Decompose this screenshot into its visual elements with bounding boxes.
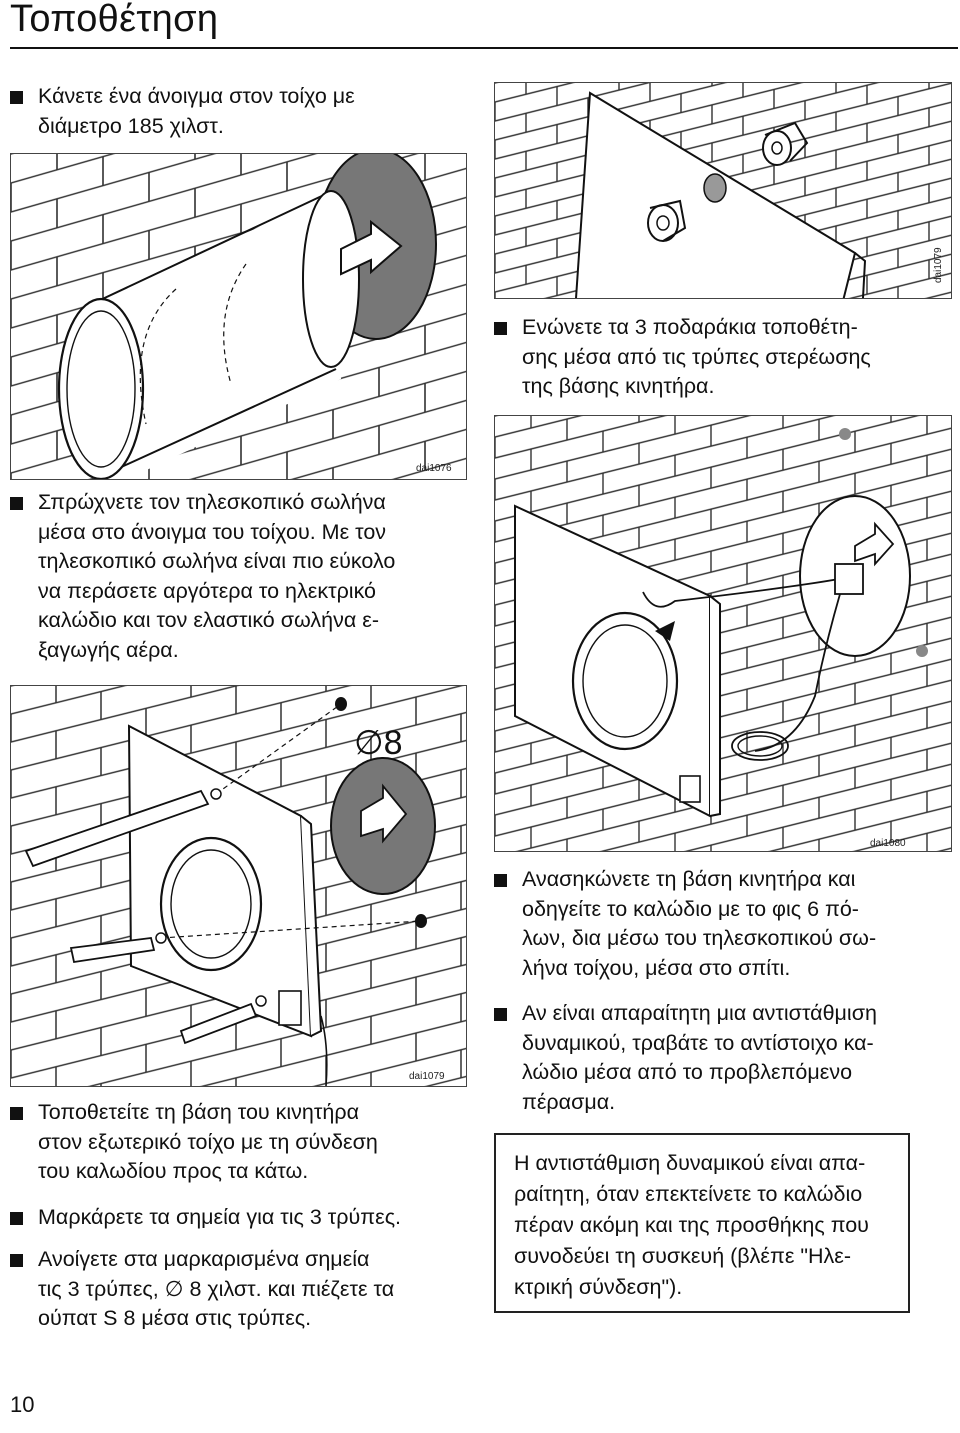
bullet-square-icon <box>494 874 507 887</box>
step-push-tube: Σπρώχνετε τον τηλεσκοπικό σωλήνα μέσα στ… <box>10 488 503 665</box>
step-text: Ανασηκώνετε τη βάση κινητήρα και οδηγείτ… <box>522 867 877 980</box>
step-lift-base-route-cable: Ανασηκώνετε τη βάση κινητήρα και οδηγείτ… <box>494 865 960 983</box>
drill-diameter-label: ∅8 <box>354 724 403 762</box>
page-title: Τοποθέτηση <box>10 0 219 40</box>
figure-code: dai1080 <box>870 838 906 849</box>
bullet-square-icon <box>10 1254 23 1267</box>
step-text: Τοποθετείτε τη βάση του κινητήρα στον εξ… <box>38 1100 378 1183</box>
bullet-square-icon <box>10 1212 23 1225</box>
step-text: Ανοίγετε στα μαρκαρισμένα σημεία τις 3 τ… <box>38 1247 395 1330</box>
title-divider <box>10 47 958 49</box>
figure-code: dai1079 <box>409 1071 445 1082</box>
step-text: Κάνετε ένα άνοιγμα στον τοίχο με διάμετρ… <box>38 84 355 138</box>
figure-code: dai1079 <box>933 247 944 283</box>
figure-tube-in-wall: dai1076 <box>10 153 467 480</box>
step-text: Μαρκάρετε τα σημεία για τις 3 τρύπες. <box>38 1205 402 1229</box>
figure-code: dai1076 <box>416 463 452 474</box>
note-box: Η αντιστάθμιση δυναμικού είναι απα- ραίτ… <box>494 1133 910 1313</box>
figure-illustration <box>495 416 951 851</box>
bullet-square-icon <box>494 1008 507 1021</box>
figure-mark-holes: ∅8 dai1079 <box>10 685 467 1087</box>
step-equipotential-cable: Αν είναι απαραίτητη μια αντιστάθμιση δυν… <box>494 999 960 1117</box>
step-cut-wall-opening: Κάνετε ένα άνοιγμα στον τοίχο με διάμετρ… <box>10 82 498 141</box>
step-text: Αν είναι απαραίτητη μια αντιστάθμιση δυν… <box>522 1001 877 1114</box>
figure-illustration: ∅8 <box>11 686 466 1086</box>
figure-mounting-legs: dai1079 <box>494 82 952 299</box>
step-text: Σπρώχνετε τον τηλεσκοπικό σωλήνα μέσα στ… <box>38 490 396 662</box>
page-number: 10 <box>10 1392 35 1417</box>
figure-cable-routing: dai1080 <box>494 415 952 852</box>
step-place-base: Τοποθετείτε τη βάση του κινητήρα στον εξ… <box>10 1098 503 1187</box>
bullet-square-icon <box>10 497 23 510</box>
step-insert-legs: Ενώνετε τα 3 ποδαράκια τοποθέτη- σης μέσ… <box>494 313 960 402</box>
step-text: Ενώνετε τα 3 ποδαράκια τοποθέτη- σης μέσ… <box>522 315 871 398</box>
bullet-square-icon <box>10 1107 23 1120</box>
step-mark-points: Μαρκάρετε τα σημεία για τις 3 τρύπες. <box>10 1203 503 1233</box>
step-drill-holes: Ανοίγετε στα μαρκαρισμένα σημεία τις 3 τ… <box>10 1245 503 1334</box>
bullet-square-icon <box>10 91 23 104</box>
figure-illustration <box>11 154 466 479</box>
bullet-square-icon <box>494 322 507 335</box>
figure-illustration <box>495 83 951 298</box>
